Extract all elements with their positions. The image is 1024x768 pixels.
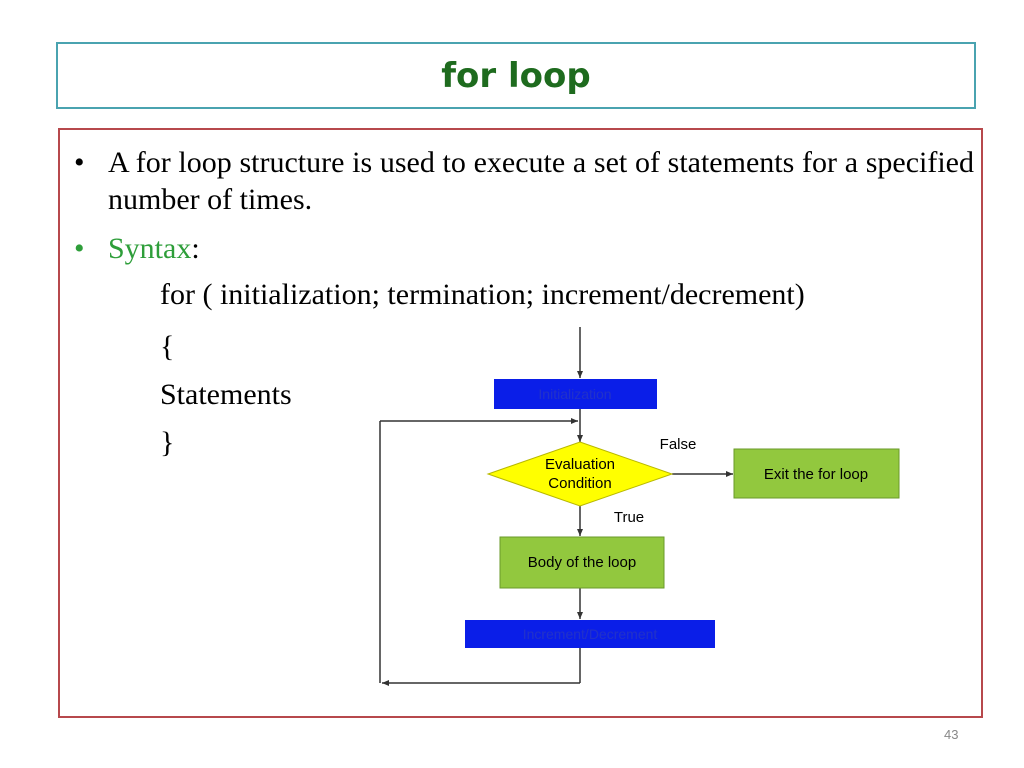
page-number: 43 bbox=[944, 727, 959, 742]
title-box: for loop bbox=[56, 42, 976, 109]
content-box: • A for loop structure is used to execut… bbox=[58, 128, 983, 718]
syntax-label: Syntax bbox=[108, 232, 192, 265]
slide-title: for loop bbox=[441, 55, 591, 96]
open-brace: { bbox=[160, 330, 175, 363]
bullet-description: • A for loop structure is used to execut… bbox=[74, 144, 974, 218]
for-syntax-line: for ( initialization; termination; incre… bbox=[160, 278, 805, 311]
syntax-colon: : bbox=[191, 232, 200, 265]
bullet-syntax: • Syntax: bbox=[74, 230, 200, 267]
bullet-dot: • bbox=[74, 146, 85, 179]
close-brace: } bbox=[160, 426, 175, 459]
description-text: A for loop structure is used to execute … bbox=[108, 146, 974, 216]
bullet-dot: • bbox=[74, 232, 85, 265]
statements-text: Statements bbox=[160, 378, 292, 411]
